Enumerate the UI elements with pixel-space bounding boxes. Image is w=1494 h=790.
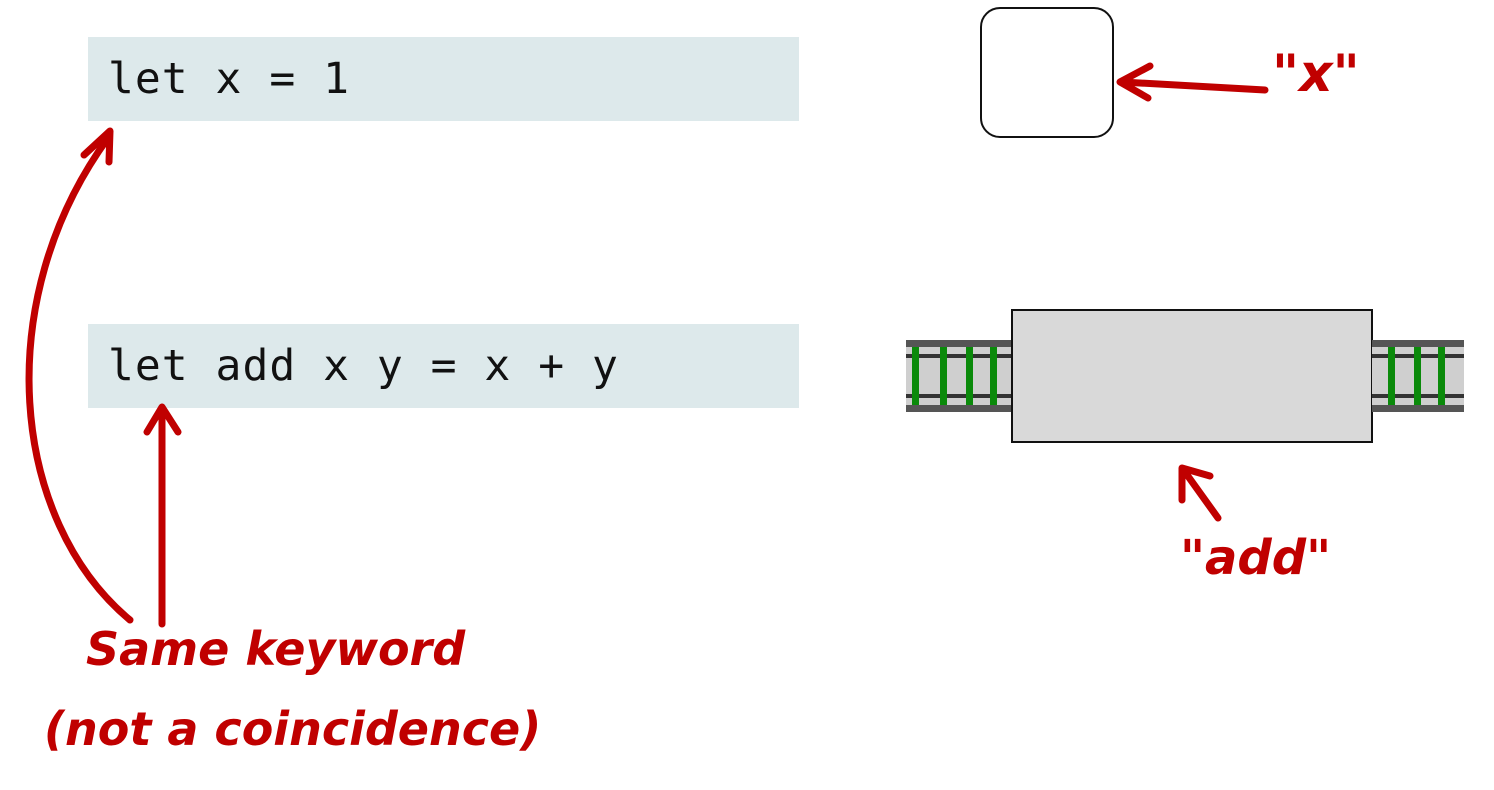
code-line-value: let x = 1 <box>108 54 350 104</box>
function-box <box>1011 309 1373 443</box>
code-line-function: let add x y = x + y <box>108 341 619 391</box>
code-block-value: let x = 1 <box>88 37 799 121</box>
note-not-coincidence: (not a coincidence) <box>44 702 542 756</box>
output-rail-track <box>1372 340 1464 412</box>
value-name-label: "x" <box>1272 44 1360 104</box>
input-rail-track <box>906 340 1012 412</box>
arrow-to-value-box <box>1116 62 1269 102</box>
arrow-to-function-box <box>1178 464 1222 522</box>
arrow-to-let-line2 <box>143 403 182 628</box>
code-block-function: let add x y = x + y <box>88 324 799 408</box>
note-same-keyword: Same keyword <box>86 622 466 676</box>
value-box <box>980 7 1114 138</box>
function-name-label: "add" <box>1180 530 1332 586</box>
